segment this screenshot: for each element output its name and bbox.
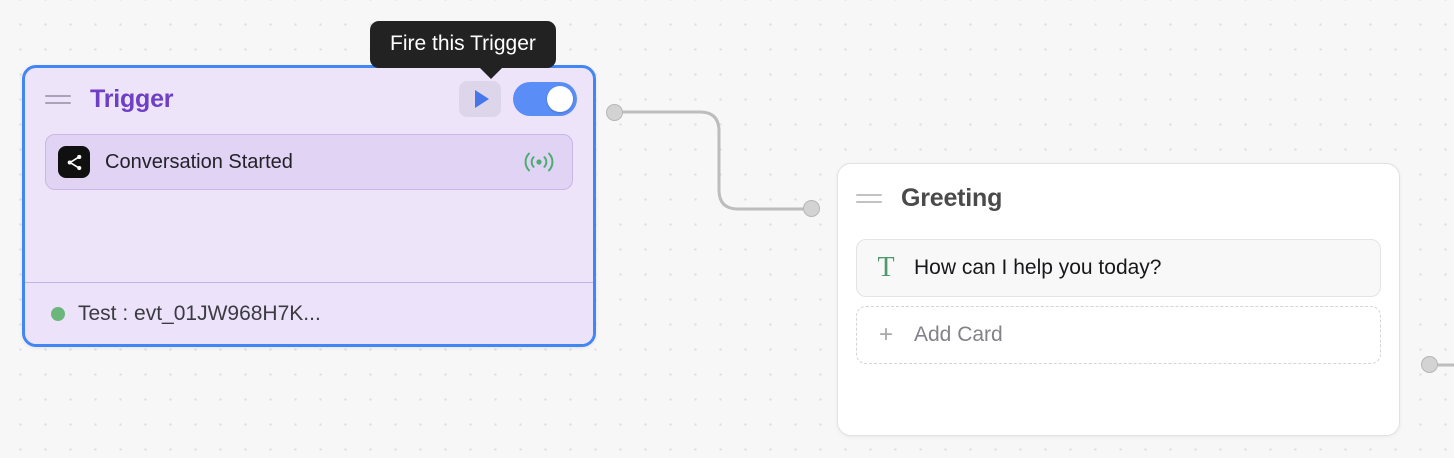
broadcast-icon (522, 149, 556, 175)
status-dot-icon (51, 306, 65, 321)
fire-trigger-button[interactable] (459, 81, 501, 117)
toggle-knob (547, 86, 573, 112)
drag-handle-line (856, 193, 882, 196)
event-card-label: Conversation Started (105, 150, 293, 173)
drag-handle-line (856, 200, 882, 203)
trigger-node-header: Trigger (25, 68, 593, 130)
add-card-button[interactable]: + Add Card (856, 306, 1381, 364)
greeting-output-handle[interactable] (1421, 356, 1438, 373)
fire-trigger-tooltip: Fire this Trigger (370, 21, 556, 79)
drag-handle-icon[interactable] (45, 92, 71, 106)
drag-handle-icon[interactable] (856, 191, 882, 205)
event-card[interactable]: Conversation Started (45, 134, 573, 190)
trigger-status-bar[interactable]: Test : evt_01JW968H7K... (25, 282, 593, 344)
trigger-node-title: Trigger (90, 84, 174, 113)
greeting-node-header: Greeting (838, 164, 1399, 232)
plus-icon: + (878, 321, 893, 348)
trigger-status-text: Test : evt_01JW968H7K... (78, 301, 321, 325)
greeting-node[interactable]: Greeting T How can I help you today? + A… (837, 163, 1400, 436)
trigger-output-handle[interactable] (606, 104, 623, 121)
drag-handle-line (45, 94, 71, 97)
trigger-enabled-toggle[interactable] (513, 82, 577, 116)
trigger-node[interactable]: Trigger Conversation Started (22, 65, 596, 347)
edge-trigger-to-greeting (613, 110, 814, 211)
text-card[interactable]: T How can I help you today? (856, 239, 1381, 297)
text-card-label: How can I help you today? (914, 256, 1162, 279)
play-icon (474, 90, 489, 108)
share-nodes-icon (58, 146, 90, 178)
drag-handle-line (45, 101, 71, 104)
add-card-label: Add Card (914, 323, 1003, 346)
text-icon: T (877, 252, 895, 283)
greeting-node-title: Greeting (901, 183, 1003, 212)
greeting-input-handle[interactable] (803, 200, 820, 217)
